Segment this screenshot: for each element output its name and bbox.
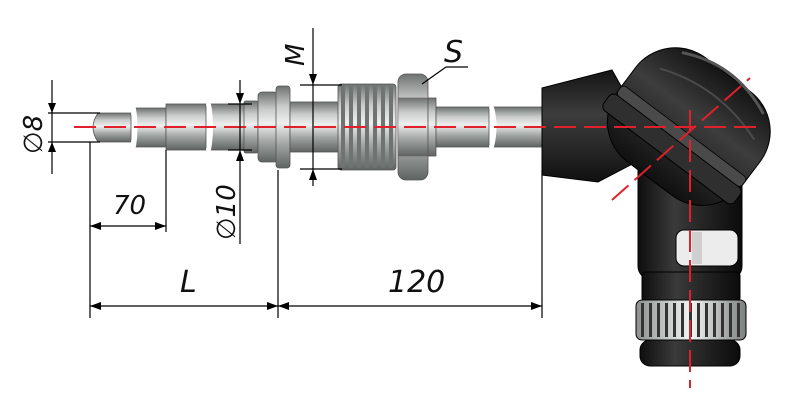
- gland-rib: [705, 303, 708, 337]
- dimension-length-70: [89, 142, 167, 318]
- gland-rib: [713, 303, 716, 337]
- label-diameter-10: ∅10: [212, 184, 242, 240]
- connection-head: [541, 47, 771, 281]
- dimension-diameter-10: [228, 80, 252, 244]
- dimension-length-120: [278, 170, 543, 318]
- label-wrench-S: S: [444, 35, 463, 70]
- gland-rib: [641, 303, 644, 337]
- leader-wrench-S: [421, 66, 468, 85]
- gland-rib: [649, 303, 652, 337]
- label-diameter-8: ∅8: [19, 115, 49, 154]
- gland-rib: [681, 303, 684, 337]
- thread-ridge: [365, 86, 369, 168]
- dimension-diameter-8: [48, 80, 100, 174]
- gland-rib: [657, 303, 660, 337]
- gland-rib: [737, 303, 740, 337]
- gland-rib: [665, 303, 668, 337]
- gland-rib: [721, 303, 724, 337]
- centre-axes: [74, 77, 760, 388]
- gland-rib: [729, 303, 732, 337]
- gland-rib: [697, 303, 700, 337]
- threaded-fitting: [337, 83, 397, 171]
- gland-rib: [673, 303, 676, 337]
- dimension-length-L: [90, 170, 279, 318]
- label-thread-M: M: [281, 44, 311, 66]
- label-length-L: L: [180, 265, 197, 300]
- dimension-thread-M: [300, 28, 342, 186]
- label-length-70: 70: [113, 191, 146, 221]
- thread-ridge: [341, 86, 345, 168]
- label-length-120: 120: [388, 265, 445, 300]
